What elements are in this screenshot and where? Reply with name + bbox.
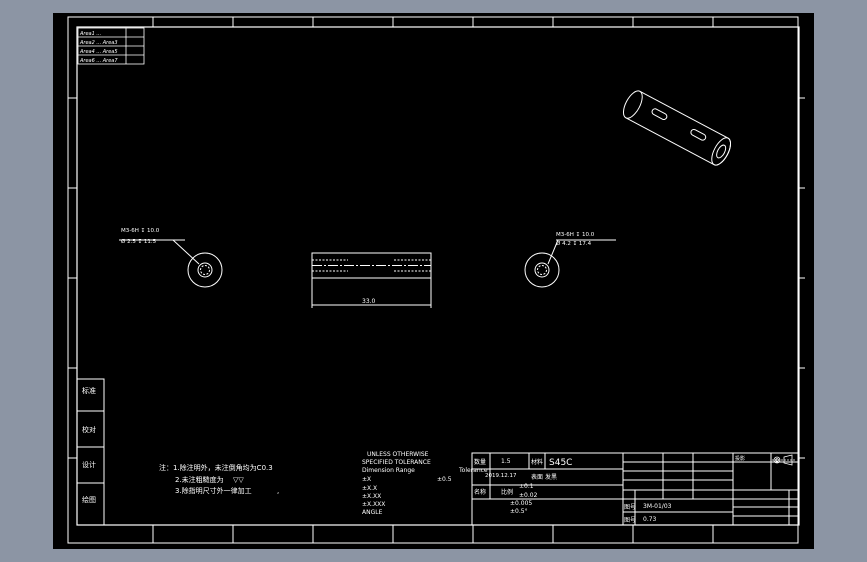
left-callout-drill: Ø 2.5 ↧ 11.5 [121,238,157,245]
tol-row-2-label: ±X.X [362,485,377,492]
tol-row-1-label: ±X [362,476,371,483]
label-design: 设计 [82,460,96,469]
rev-row-4: Area6 ... Area7 [79,58,118,64]
front-view: 33.0 [311,252,432,308]
surface-value: 发黑 [545,473,557,481]
right-callout-drill: Ø 4.2 ↧ 17.4 [556,240,592,247]
note-line-3: 3.除指明尺寸外一律加工 [175,486,252,495]
projection-label: 投影 [735,455,745,462]
tol-row-3-value: ±0.02 [519,492,538,499]
note-line-2: 2.未注粗糙度为 [175,475,224,484]
left-end-view: M3-6H ↧ 10.0 Ø 2.5 ↧ 11.5 [119,228,223,288]
sheet-value: 0.73 [643,516,657,523]
note-line-1: 注：1.除注明外，未注倒角均为C0.3 [159,463,273,472]
title-block: 数量 1.5 材料 S45C 2019.12.17 表面 发黑 名称 比例 图号… [471,452,800,526]
drawing-no-label: 图号 [624,504,636,511]
label-standard: 标准 [82,386,96,395]
qty-value: 1.5 [501,458,511,465]
tol-row-4-label: ±X.XXX [362,501,385,508]
note-trailing: , [277,487,279,495]
tol-row-2-value: ±0.1 [519,483,534,490]
technical-notes: 注：1.除注明外，未注倒角均为C0.3 2.未注粗糙度为 ▽▽ 3.除指明尺寸外… [159,463,279,495]
projection-symbol [772,454,795,466]
tol-row-5-label: ANGLE [362,509,383,516]
drawing-canvas: Area1 ... Area2 ... Area3 Area4 ... Area… [67,16,805,544]
zone-ticks [68,17,805,543]
material-label: 材料 [531,458,543,466]
label-draw: 绘图 [82,495,96,504]
surface-label: 表面 [531,473,543,481]
side-signature-strip: 标准 校对 设计 绘图 [76,378,105,526]
tol-row-5-value: ±0.5° [510,508,528,515]
inner-frame [76,26,800,526]
revision-table: Area1 ... Area2 ... Area3 Area4 ... Area… [77,27,145,65]
tol-row-1-value: ±0.5 [437,476,452,483]
tol-row-4-value: ±0.005 [510,500,532,507]
tol-dim-range: Dimension Range [362,467,415,474]
right-callout-thread: M3-6H ↧ 10.0 [556,232,595,238]
cad-viewport[interactable]: Area1 ... Area2 ... Area3 Area4 ... Area… [53,13,814,549]
length-dimension: 33.0 [362,298,376,305]
date-value: 2019.12.17 [485,473,517,479]
rev-row-2: Area2 ... Area3 [79,40,118,46]
right-end-view: M3-6H ↧ 10.0 Ø 4.2 ↧ 17.4 [524,232,616,288]
drawing-no-value: 3M-01/03 [643,503,672,510]
outer-frame [67,16,799,544]
tol-heading-2: SPECIFIED TOLERANCE [362,459,431,466]
label-check: 校对 [82,425,96,434]
tolerance-block: UNLESS OTHERWISE SPECIFIED TOLERANCE Dim… [362,451,538,516]
material-value: S45C [549,458,572,468]
name-label: 名称 [474,488,486,496]
isometric-view [622,90,732,166]
rev-row-1: Area1 ... [79,31,101,37]
tol-heading-1: UNLESS OTHERWISE [367,451,429,458]
rev-row-3: Area4 ... Area5 [79,49,118,55]
tol-tolerance-label: Tolerance [458,467,488,474]
roughness-symbol: ▽▽ [233,476,244,484]
left-callout-thread: M3-6H ↧ 10.0 [121,228,160,234]
sheet-label: 图号 [624,517,636,524]
qty-label: 数量 [474,458,486,466]
scale-label: 比例 [501,488,513,496]
tol-row-3-label: ±X.XX [362,493,381,500]
